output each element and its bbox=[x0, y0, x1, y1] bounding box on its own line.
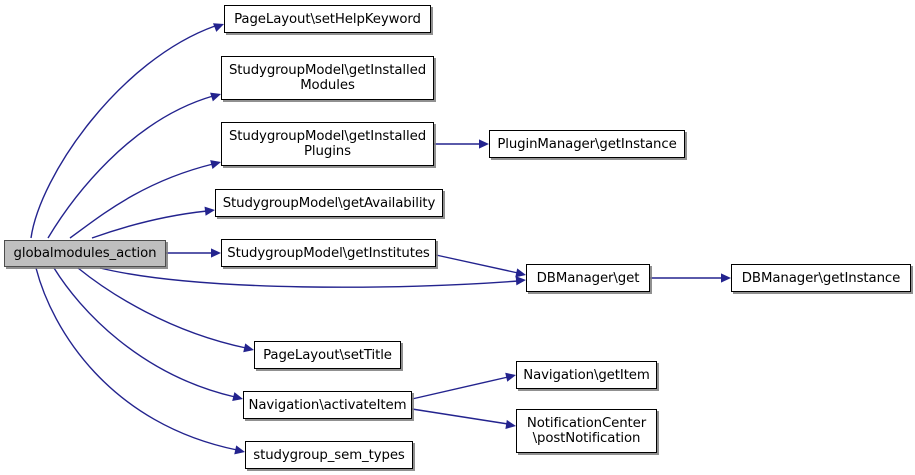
graph-edge bbox=[30, 23, 224, 239]
graph-edge bbox=[435, 254, 526, 278]
graph-node-label: DBManager\getInstance bbox=[741, 270, 901, 286]
graph-node-label: studygroup_sem_types bbox=[253, 447, 405, 463]
graph-node-label: StudygroupModel\getInstalled Modules bbox=[228, 63, 427, 93]
graph-edge bbox=[47, 92, 221, 239]
graph-node-label: PluginManager\getInstance bbox=[497, 136, 677, 152]
graph-edge bbox=[53, 267, 243, 402]
arrowhead-icon bbox=[505, 419, 516, 430]
graph-node-dbmanager-getinstance[interactable]: DBManager\getInstance bbox=[731, 264, 911, 292]
graph-node-pluginmanager-getinstance[interactable]: PluginManager\getInstance bbox=[489, 130, 685, 158]
arrowhead-icon bbox=[243, 343, 254, 353]
graph-edge bbox=[434, 139, 489, 149]
graph-node-pagelayout-sethelpkeyword[interactable]: PageLayout\setHelpKeyword bbox=[224, 5, 431, 33]
graph-edge bbox=[69, 160, 221, 239]
graph-edge bbox=[35, 267, 245, 455]
graph-edge bbox=[91, 206, 215, 239]
graph-node-navigation-activateitem[interactable]: Navigation\activateItem bbox=[243, 391, 412, 419]
graph-node-studygroup-sem-types[interactable]: studygroup_sem_types bbox=[245, 441, 413, 469]
graph-node-studygroupmodel-getavailability[interactable]: StudygroupModel\getAvailability bbox=[215, 189, 443, 217]
arrowhead-icon bbox=[515, 268, 526, 278]
graph-node-label: StudygroupModel\getAvailability bbox=[222, 195, 436, 211]
graph-node-label: Navigation\activateItem bbox=[248, 397, 407, 413]
graph-edge bbox=[166, 248, 221, 258]
graph-node-label: StudygroupModel\getInstitutes bbox=[227, 245, 430, 261]
graph-node-label: PageLayout\setTitle bbox=[263, 347, 392, 363]
arrowhead-icon bbox=[505, 372, 516, 382]
arrowhead-icon bbox=[210, 160, 221, 169]
graph-node-globalmodules-action[interactable]: globalmodules_action bbox=[4, 240, 166, 267]
arrowhead-icon bbox=[211, 248, 221, 258]
graph-node-studygroupmodel-getinstitutes[interactable]: StudygroupModel\getInstitutes bbox=[221, 239, 436, 267]
graph-node-studygroupmodel-getinstalledplg[interactable]: StudygroupModel\getInstalled Plugins bbox=[221, 122, 434, 166]
graph-edge bbox=[650, 273, 731, 283]
graph-edge bbox=[77, 267, 254, 353]
graph-node-label: Navigation\getItem bbox=[523, 367, 650, 383]
arrowhead-icon bbox=[721, 273, 731, 283]
graph-node-label: NotificationCenter \postNotification bbox=[526, 416, 647, 446]
graph-node-label: globalmodules_action bbox=[13, 246, 157, 261]
arrowhead-icon bbox=[479, 139, 489, 149]
graph-edge bbox=[411, 372, 516, 400]
graph-node-notificationcenter-postnotif[interactable]: NotificationCenter \postNotification bbox=[516, 409, 657, 453]
arrowhead-icon bbox=[210, 92, 221, 102]
arrowhead-icon bbox=[204, 206, 215, 216]
graph-node-pagelayout-settitle[interactable]: PageLayout\setTitle bbox=[254, 341, 401, 369]
arrowhead-icon bbox=[515, 276, 526, 286]
graph-edge bbox=[411, 408, 516, 430]
graph-node-label: PageLayout\setHelpKeyword bbox=[234, 11, 421, 27]
graph-node-dbmanager-get[interactable]: DBManager\get bbox=[526, 264, 650, 292]
graph-node-studygroupmodel-getinstalledmod[interactable]: StudygroupModel\getInstalled Modules bbox=[221, 56, 434, 100]
arrowhead-icon bbox=[213, 23, 224, 32]
arrowhead-icon bbox=[232, 392, 243, 402]
graph-edge bbox=[99, 267, 526, 288]
graph-node-label: DBManager\get bbox=[536, 270, 640, 286]
arrowhead-icon bbox=[234, 445, 245, 455]
graph-node-navigation-getitem[interactable]: Navigation\getItem bbox=[516, 361, 657, 389]
graph-node-label: StudygroupModel\getInstalled Plugins bbox=[228, 129, 427, 159]
